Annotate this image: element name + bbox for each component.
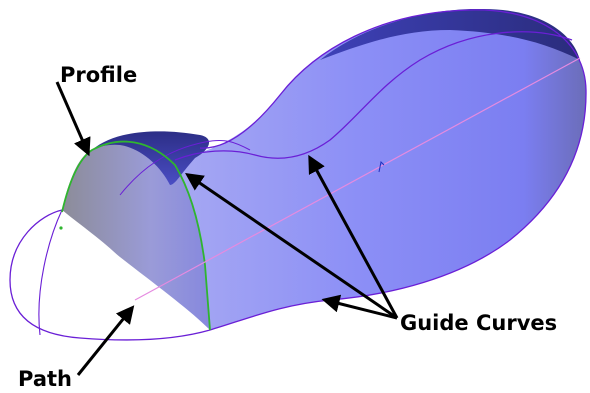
- direction-marker: [378, 160, 385, 173]
- arch-top-shading: [92, 131, 210, 185]
- open-end-face: [10, 210, 210, 340]
- profile-label: Profile: [60, 63, 137, 87]
- guide-arrow-lower: [321, 294, 398, 320]
- surface-rim-shading: [320, 8, 580, 60]
- profile-curve: [61, 140, 211, 331]
- profile-arrow: [55, 81, 91, 157]
- path-label: Path: [18, 367, 72, 391]
- path-curve: [134, 57, 581, 301]
- path-arrow: [76, 305, 135, 376]
- swept-surface-body: [170, 9, 587, 331]
- profile-start-point: [59, 226, 63, 230]
- open-end-inner-arc: [38, 209, 63, 336]
- profile-arch-surface: [62, 141, 210, 330]
- guide-curve-arch: [119, 139, 251, 196]
- guide-curve-upper: [174, 31, 573, 161]
- guide-arrow-middle: [308, 154, 399, 319]
- surface-outline: [9, 9, 587, 341]
- guide-curves-label: Guide Curves: [400, 311, 557, 335]
- guide-arrow-upper: [185, 172, 398, 320]
